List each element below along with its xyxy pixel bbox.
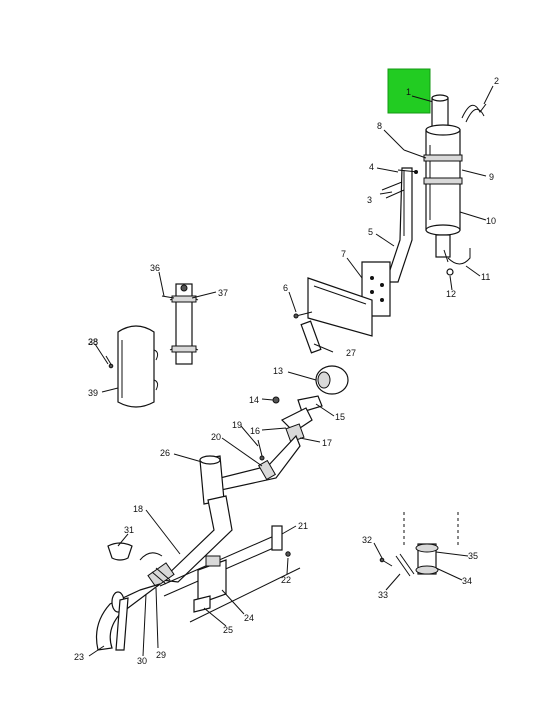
callout-20: 20 [211,432,221,442]
callout-37: 37 [218,288,228,298]
callout-30: 30 [137,656,147,666]
callout-19: 19 [232,420,242,430]
callout-35: 35 [468,551,478,561]
muffler-assembly [293,94,487,354]
inset-detail [379,512,459,577]
callout-27: 27 [346,348,356,358]
callout-8: 8 [377,121,382,131]
callout-17: 17 [322,438,332,448]
callout-39: 39 [88,388,98,398]
callout-1: 1 [406,87,411,97]
callout-4: 4 [369,162,374,172]
callout-34: 34 [462,576,472,586]
callout-7: 7 [341,249,346,259]
callout-21: 21 [298,521,308,531]
callout-10: 10 [486,216,496,226]
callout-32: 32 [362,535,372,545]
callout-14: 14 [249,395,259,405]
leader-lines [88,85,494,657]
part-1-highlight[interactable]: 1 [387,68,438,114]
callout-29: 29 [156,650,166,660]
callout-38: 38 [88,337,98,347]
heat-shield-assembly [105,283,199,408]
callout-31: 31 [124,525,134,535]
callout-26: 26 [160,448,170,458]
callout-16: 16 [250,426,260,436]
callout-22: 22 [281,575,291,585]
callout-11: 11 [481,272,490,282]
callout-23: 23 [74,652,84,662]
callout-18: 18 [133,504,143,514]
callout-6: 6 [283,283,288,293]
callout-13: 13 [273,366,283,376]
callout-28: 28 [88,337,98,347]
callout-labels: 2 3 4 5 6 7 8 9 10 11 12 13 14 15 16 17 … [74,76,499,666]
callout-12: 12 [446,289,456,299]
callout-9: 9 [489,172,494,182]
callout-15: 15 [335,412,345,422]
mid-pipe-assembly [199,365,349,505]
callout-33: 33 [378,590,388,600]
callout-3: 3 [367,195,372,205]
tailpipe-assembly [95,495,301,651]
callout-24: 24 [244,613,254,623]
callout-2: 2 [494,76,499,86]
callout-25: 25 [223,625,233,635]
callout-5: 5 [368,227,373,237]
callout-36: 36 [150,263,160,273]
